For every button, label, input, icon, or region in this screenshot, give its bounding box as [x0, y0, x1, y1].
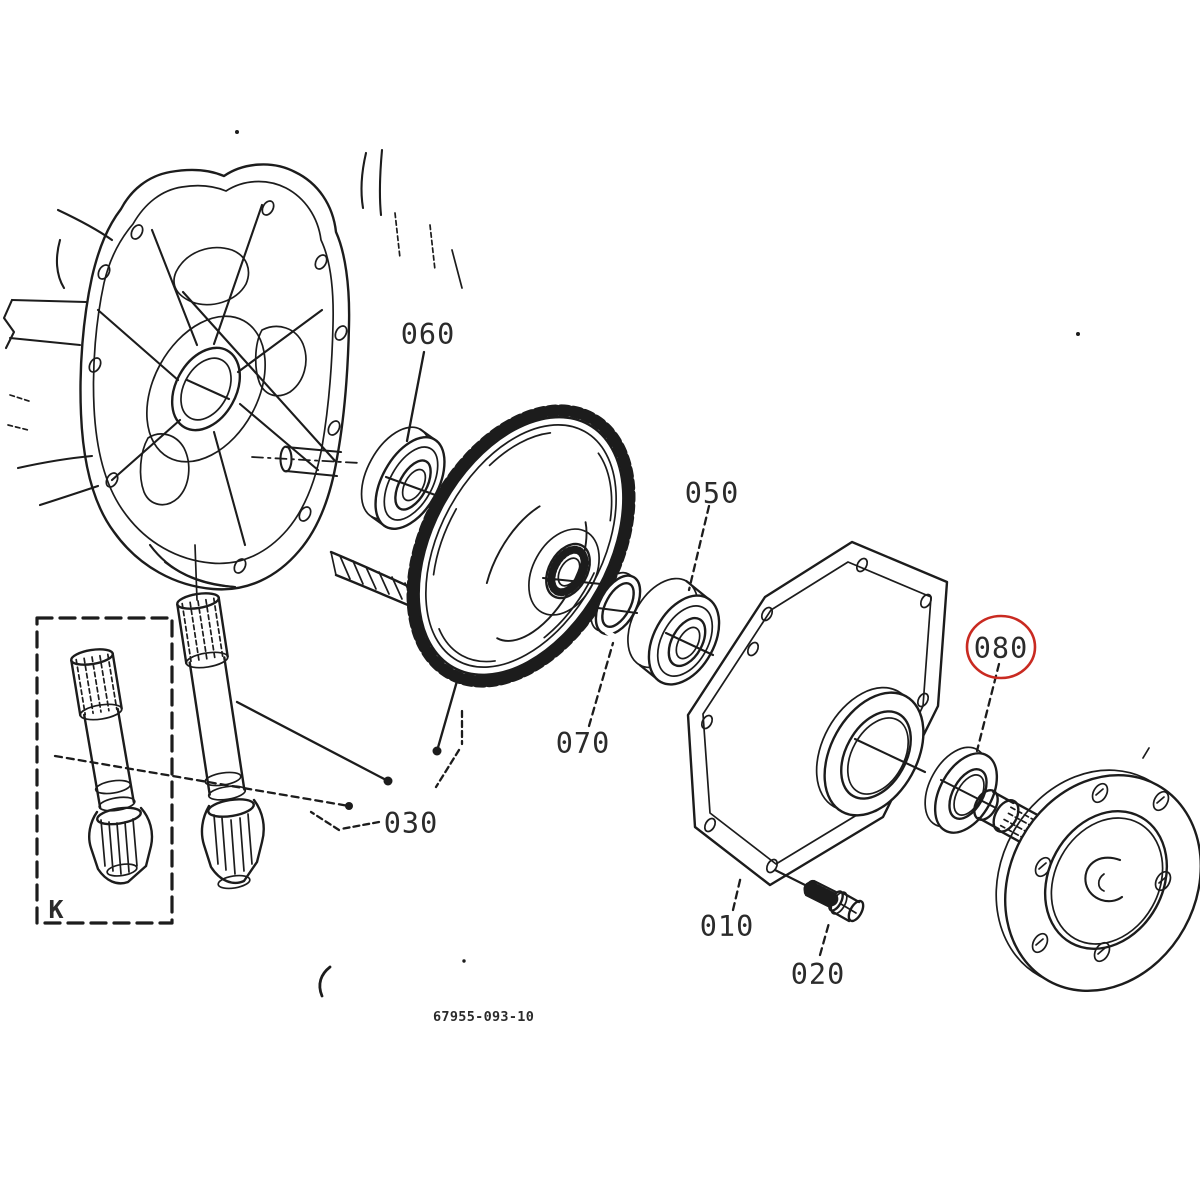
pinion-shaft-boxed	[70, 648, 154, 885]
bolt-020	[773, 868, 865, 923]
k-group-box	[35, 616, 174, 925]
callout-060-label: 060	[401, 318, 455, 351]
leader-030	[53, 672, 464, 832]
bearing-060	[360, 426, 451, 530]
scan-marks	[235, 130, 1080, 998]
housing-bore	[146, 315, 266, 463]
leader-050	[687, 504, 711, 592]
hub-center-mark	[1084, 856, 1124, 903]
housing-bottom-flange	[148, 543, 429, 615]
callout-010-label: 010	[700, 910, 754, 943]
callout-labels: 060 050 070 030 010 020 080 K 67955-093-…	[48, 318, 1037, 1025]
shaft-stub-sketch	[251, 445, 361, 478]
housing-bolt-holes	[88, 200, 348, 574]
bolt-threads	[803, 881, 841, 908]
leader-020	[818, 921, 831, 957]
pinion-shaft-030	[176, 544, 265, 890]
bearing-050	[627, 577, 721, 686]
housing-windows	[139, 246, 307, 506]
leader-060	[405, 350, 426, 443]
leader-dots	[345, 746, 442, 810]
bull-gear	[406, 404, 636, 688]
k-group-label: K	[48, 895, 63, 924]
callout-070-label: 070	[556, 727, 610, 760]
hub-bolt-holes	[1031, 782, 1172, 963]
drawing-part-number: 67955-093-10	[433, 1009, 534, 1025]
axis-line	[181, 290, 338, 464]
callout-080-label: 080	[974, 632, 1028, 665]
callout-020-label: 020	[791, 958, 845, 991]
callout-030-label: 030	[384, 807, 438, 840]
callout-050-label: 050	[685, 477, 739, 510]
axle-hub	[973, 747, 1200, 993]
leader-010	[731, 874, 743, 912]
gear-teeth	[406, 404, 636, 688]
cover-plate-010	[686, 540, 949, 887]
housing-top-stubs	[360, 148, 463, 289]
gear-spline-bore	[545, 542, 591, 600]
highlight-circle-080	[965, 614, 1037, 680]
axle-tube-sketch	[2, 208, 114, 507]
transaxle-housing	[2, 148, 463, 615]
plate-center-boss	[815, 686, 927, 817]
housing-ribs	[96, 203, 324, 547]
leader-070	[587, 641, 615, 728]
